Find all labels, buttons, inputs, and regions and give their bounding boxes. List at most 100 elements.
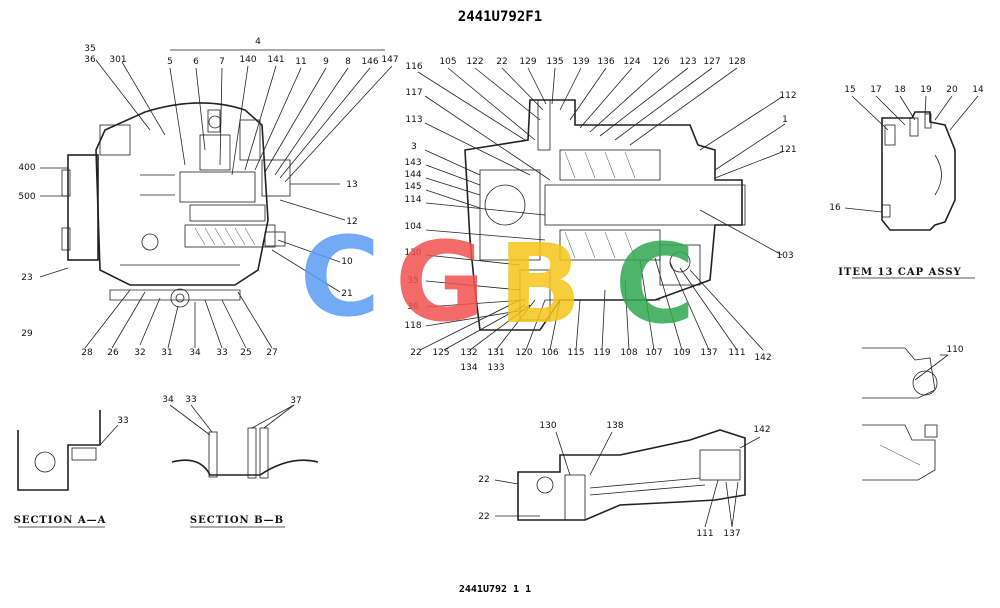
callout-138: 138 xyxy=(606,421,623,431)
drawing-footer: 2441U792 1 1 xyxy=(459,584,531,595)
callout-108: 108 xyxy=(620,348,637,358)
callout-22: 22 xyxy=(496,57,507,67)
callout-37: 37 xyxy=(290,396,301,406)
callout-301: 301 xyxy=(109,55,126,65)
caption-item-13: ITEM 13 CAP ASSY xyxy=(838,267,962,278)
callout-124: 124 xyxy=(623,57,640,67)
callout-18: 18 xyxy=(894,85,906,95)
watermark-letter: C xyxy=(300,213,381,341)
callout-131: 131 xyxy=(487,348,504,358)
callout-135: 135 xyxy=(546,57,563,67)
callout-107: 107 xyxy=(645,348,662,358)
callout-137: 137 xyxy=(723,529,740,539)
callout-26: 26 xyxy=(107,348,119,358)
caption-section-b: SECTION B—B xyxy=(190,515,284,526)
section-b-b xyxy=(169,404,319,528)
callout-12: 12 xyxy=(346,217,357,227)
callout-112: 112 xyxy=(779,91,796,101)
callout-128: 128 xyxy=(728,57,745,67)
callout-14: 14 xyxy=(972,85,984,95)
callout-11: 11 xyxy=(295,57,306,67)
callout-31: 31 xyxy=(161,348,172,358)
callout-115: 115 xyxy=(567,348,584,358)
callout-25: 25 xyxy=(240,348,251,358)
callout-1: 1 xyxy=(782,115,788,125)
callout-7: 7 xyxy=(219,57,225,67)
callout-36: 36 xyxy=(84,55,96,65)
callout-134: 134 xyxy=(460,363,477,373)
callout-116: 116 xyxy=(405,62,422,72)
callout-137: 137 xyxy=(700,348,717,358)
callout-5: 5 xyxy=(167,57,173,67)
middle-motor-assembly xyxy=(417,67,786,351)
watermark-letter: C xyxy=(615,220,696,348)
callout-103: 103 xyxy=(776,251,793,261)
callout-23: 23 xyxy=(21,273,32,283)
callout-20: 20 xyxy=(946,85,958,95)
callout-21: 21 xyxy=(341,289,352,299)
callout-118: 118 xyxy=(404,321,421,331)
callout-32: 32 xyxy=(134,348,145,358)
callout-110: 110 xyxy=(946,345,963,355)
callout-111: 111 xyxy=(728,348,745,358)
callout-126: 126 xyxy=(652,57,669,67)
callout-146: 146 xyxy=(361,57,378,67)
section-a-a xyxy=(17,410,119,528)
callout-104: 104 xyxy=(404,222,421,232)
callout-105: 105 xyxy=(439,57,456,67)
callout-147: 147 xyxy=(381,55,398,65)
callout-8: 8 xyxy=(345,57,351,67)
callout-142: 142 xyxy=(753,425,770,435)
callout-22: 22 xyxy=(478,512,489,522)
caption-section-a: SECTION A—A xyxy=(14,515,107,526)
callout-29: 29 xyxy=(21,329,33,339)
detail-110 xyxy=(862,347,949,399)
callout-28: 28 xyxy=(81,348,93,358)
callout-139: 139 xyxy=(572,57,589,67)
drawing-title: 2441U792F1 xyxy=(458,9,542,25)
callout-4: 4 xyxy=(255,37,261,47)
callout-27: 27 xyxy=(266,348,277,358)
callout-17: 17 xyxy=(870,85,881,95)
callout-121: 121 xyxy=(779,145,796,155)
callout-113: 113 xyxy=(405,115,422,125)
callout-119: 119 xyxy=(593,348,610,358)
callout-500: 500 xyxy=(18,192,35,202)
callout-6: 6 xyxy=(193,57,199,67)
callout-141: 141 xyxy=(267,55,284,65)
callout-33: 33 xyxy=(117,416,128,426)
callout-10: 10 xyxy=(341,257,353,267)
callout-34: 34 xyxy=(189,348,201,358)
callout-130: 130 xyxy=(404,248,421,258)
callout-3: 3 xyxy=(411,142,417,152)
callout-19: 19 xyxy=(920,85,932,95)
callout-13: 13 xyxy=(346,180,357,190)
callout-140: 140 xyxy=(239,55,256,65)
callout-144: 144 xyxy=(404,170,421,180)
callout-117: 117 xyxy=(405,88,422,98)
callout-129: 129 xyxy=(519,57,536,67)
callout-123: 123 xyxy=(679,57,696,67)
detail-lower-right xyxy=(862,424,938,481)
callout-36: 36 xyxy=(407,302,419,312)
callout-114: 114 xyxy=(404,195,421,205)
watermark-letter: B xyxy=(498,220,582,348)
callout-130: 130 xyxy=(539,421,556,431)
callout-22: 22 xyxy=(410,348,421,358)
callout-15: 15 xyxy=(844,85,855,95)
callout-145: 145 xyxy=(404,182,421,192)
callout-143: 143 xyxy=(404,158,421,168)
callout-106: 106 xyxy=(541,348,558,358)
callout-109: 109 xyxy=(673,348,690,358)
callout-16: 16 xyxy=(829,203,841,213)
callout-120: 120 xyxy=(515,348,532,358)
callout-35: 35 xyxy=(407,276,418,286)
detail-bottom-middle xyxy=(494,429,761,528)
callout-33: 33 xyxy=(185,395,196,405)
callout-9: 9 xyxy=(323,57,329,67)
callout-400: 400 xyxy=(18,163,35,173)
